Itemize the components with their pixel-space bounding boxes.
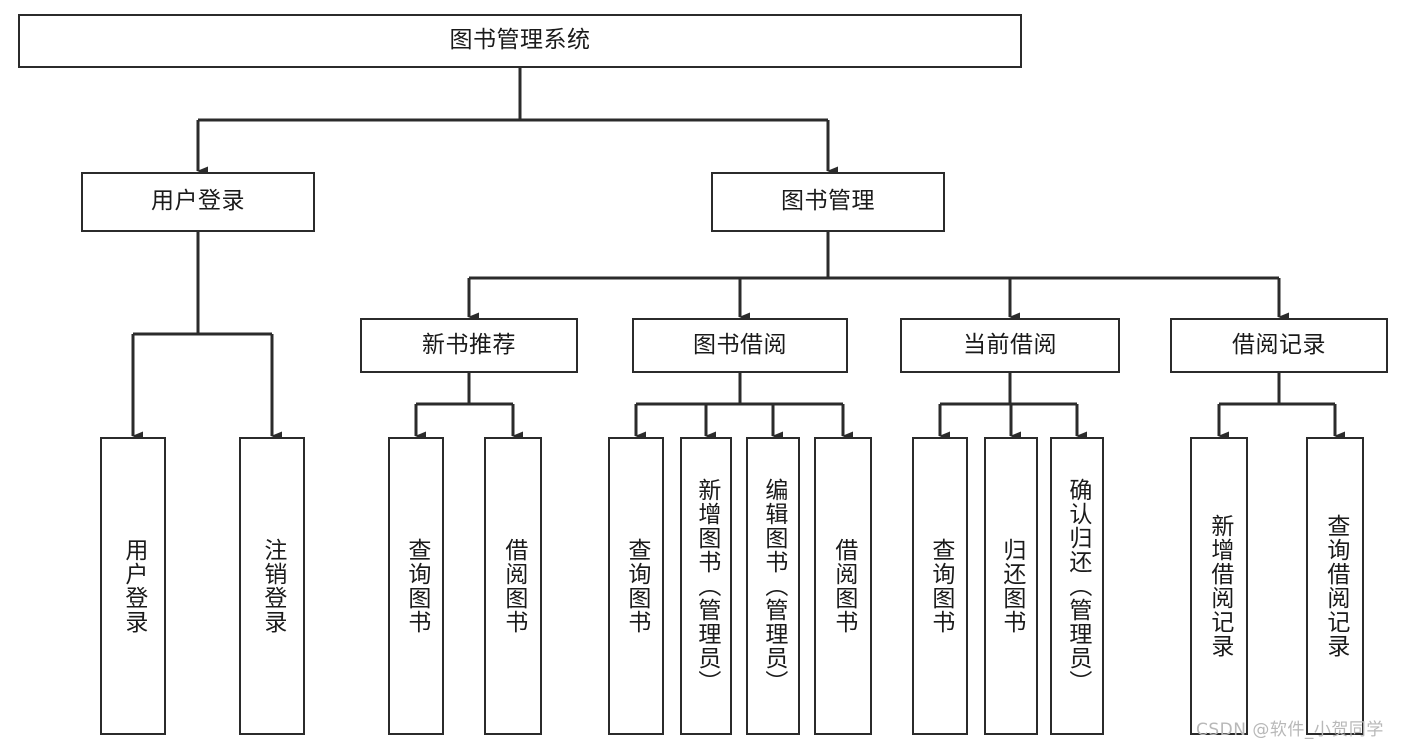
node-book-borrow[interactable]: 图书借阅 <box>632 318 848 373</box>
node-label: 查询图书 <box>623 538 650 634</box>
node-leaf-query-book-3[interactable]: 查询图书 <box>912 437 968 735</box>
node-label: 新书推荐 <box>422 331 516 358</box>
node-leaf-add-book[interactable]: 新增图书（管理员） <box>680 437 732 735</box>
node-label: 编辑图书（管理员） <box>760 478 787 694</box>
node-label: 注销登录 <box>259 538 286 634</box>
node-label: 用户登录 <box>151 188 245 215</box>
node-leaf-query-record[interactable]: 查询借阅记录 <box>1306 437 1364 735</box>
node-book-manage[interactable]: 图书管理 <box>711 172 945 232</box>
node-borrow-record[interactable]: 借阅记录 <box>1170 318 1388 373</box>
node-label: 查询借阅记录 <box>1322 514 1349 658</box>
node-root[interactable]: 图书管理系统 <box>18 14 1022 68</box>
node-leaf-logout[interactable]: 注销登录 <box>239 437 305 735</box>
node-label: 确认归还（管理员） <box>1064 478 1091 694</box>
node-label: 新增借阅记录 <box>1206 514 1233 658</box>
node-leaf-confirm-return[interactable]: 确认归还（管理员） <box>1050 437 1104 735</box>
node-leaf-query-book-1[interactable]: 查询图书 <box>388 437 444 735</box>
node-label: 新增图书（管理员） <box>693 478 720 694</box>
node-leaf-borrow-book-2[interactable]: 借阅图书 <box>814 437 872 735</box>
node-leaf-add-record[interactable]: 新增借阅记录 <box>1190 437 1248 735</box>
node-label: 归还图书 <box>998 538 1025 634</box>
node-leaf-user-login[interactable]: 用户登录 <box>100 437 166 735</box>
node-leaf-borrow-book-1[interactable]: 借阅图书 <box>484 437 542 735</box>
node-leaf-edit-book[interactable]: 编辑图书（管理员） <box>746 437 800 735</box>
node-label: 借阅图书 <box>830 538 857 634</box>
node-new-book-recommend[interactable]: 新书推荐 <box>360 318 578 373</box>
node-leaf-return-book[interactable]: 归还图书 <box>984 437 1038 735</box>
node-label: 图书管理系统 <box>449 27 591 54</box>
node-label: 当前借阅 <box>963 331 1057 358</box>
node-label: 借阅图书 <box>500 538 527 634</box>
node-label: 图书管理 <box>781 188 875 215</box>
node-current-borrow[interactable]: 当前借阅 <box>900 318 1120 373</box>
node-label: 查询图书 <box>927 538 954 634</box>
node-user-login[interactable]: 用户登录 <box>81 172 315 232</box>
node-label: 借阅记录 <box>1232 331 1326 358</box>
node-label: 用户登录 <box>120 538 147 634</box>
node-label: 图书借阅 <box>693 331 787 358</box>
node-leaf-query-book-2[interactable]: 查询图书 <box>608 437 664 735</box>
node-label: 查询图书 <box>403 538 430 634</box>
